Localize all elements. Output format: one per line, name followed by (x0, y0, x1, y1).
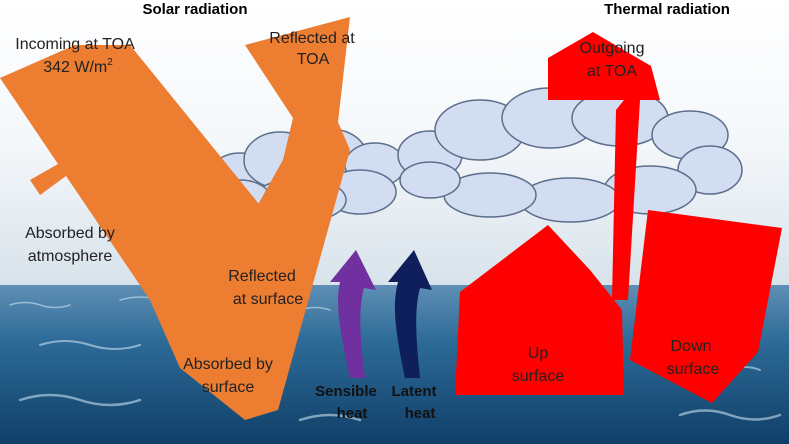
down-surface-arrow (630, 210, 782, 403)
outgoing-thermal-arrow (548, 32, 660, 300)
reflected-surface-label-2: at surface (233, 291, 303, 308)
up-surface-arrow (455, 225, 624, 395)
absorbed-atmosphere-label: Absorbed by (25, 225, 115, 242)
thermal-radiation-title: Thermal radiation (604, 1, 730, 18)
absorbed-atmosphere-label-2: atmosphere (28, 248, 113, 265)
outgoing-toa-label-2: at TOA (587, 63, 637, 80)
up-surface-label: Up (528, 345, 549, 362)
latent-heat-label-2: heat (405, 405, 436, 422)
latent-heat-arrow (388, 250, 432, 378)
sensible-heat-label-2: heat (337, 405, 368, 422)
solar-radiation-title: Solar radiation (142, 1, 247, 18)
reflected-surface-arrow (240, 95, 340, 410)
incoming-value-label: 342 W/m2 (43, 57, 113, 76)
outgoing-toa-label: Outgoing (580, 40, 645, 57)
up-surface-label-2: surface (512, 368, 565, 385)
down-surface-label: Down (671, 338, 712, 355)
sensible-heat-arrow (330, 250, 376, 378)
reflected-surface-label: Reflected (228, 268, 296, 285)
incoming-value-superscript: 2 (107, 57, 113, 68)
absorbed-surface-label-2: surface (202, 379, 255, 396)
reflected-toa-label: Reflected at (269, 30, 355, 47)
absorbed-surface-label: Absorbed by (183, 356, 273, 373)
latent-heat-label: Latent (392, 383, 437, 400)
sensible-heat-label: Sensible (315, 383, 377, 400)
incoming-toa-label: Incoming at TOA (15, 36, 135, 53)
down-surface-label-2: surface (667, 361, 720, 378)
reflected-toa-label-2: TOA (297, 51, 330, 68)
